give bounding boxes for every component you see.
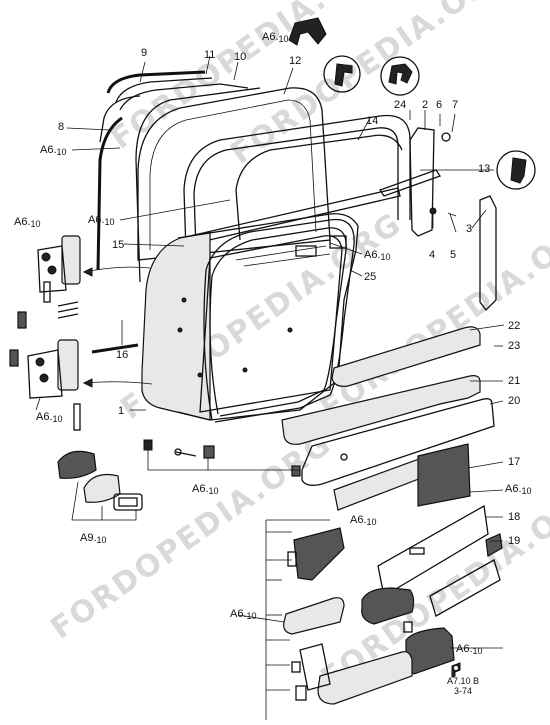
door-shell [141,213,359,421]
outer-weatherstrip [378,169,442,197]
part-number-18: 18 [508,511,520,523]
armrest-base-parts [57,450,143,521]
armrest-trim-22 [331,326,481,387]
upper-hinge [17,235,81,329]
diagram-date: 3-74 [454,686,472,696]
part-number-10: 10 [234,51,246,63]
part-number-24: 24 [394,99,406,111]
part-number-6: 6 [436,99,442,111]
part-number-labels: 16 1 2 3 4 5 6 7 8 9 10 11 12 13 14 15 1… [58,47,520,547]
svg-text:A6.10: A6.10 [505,483,532,496]
part-number-22: 22 [508,320,520,332]
part-number-1: 1 [118,405,124,417]
door-frame [183,114,411,253]
part-number-9: 9 [141,47,147,59]
spec-label-a9: A9.10 [80,532,107,545]
armrest-assembly [265,519,455,720]
window-strips [96,70,261,283]
rear-frame [409,127,497,311]
part-number-3: 3 [466,223,472,235]
part-number-7: 7 [452,99,458,111]
spec-label-a6-2: A6.10 [40,144,67,157]
svg-text:A6.10: A6.10 [88,214,115,227]
part-number-17: 17 [508,456,520,468]
lower-hinge [9,339,81,431]
svg-text:A6.10: A6.10 [350,514,377,527]
svg-text:A6.10: A6.10 [262,31,289,44]
part-number-13: 13 [478,163,490,175]
spec-label-a6-5: A6.10 [364,249,391,262]
ford-logo-icon [451,662,461,678]
diagram-code: A7.10 B [447,676,479,686]
spec-label-a6-11: A6.10 [456,643,483,656]
part-number-21: 21 [508,375,520,387]
part-number-15: 15 [112,239,124,251]
leader-lines [35,55,505,649]
trim-panel-20 [301,398,495,486]
part-number-2: 2 [422,99,428,111]
svg-text:A9.10: A9.10 [80,532,107,545]
spec-label-a6-3: A6.10 [88,214,115,227]
svg-text:A6.10: A6.10 [14,216,41,229]
trim-panel-18 [377,504,489,598]
trim-panel-17 [333,443,471,511]
spec-label-a6-10: A6.10 [230,608,257,621]
part-number-20: 20 [508,395,520,407]
part-number-25: 25 [364,271,376,283]
part-number-23: 23 [508,340,520,352]
svg-text:A6.10: A6.10 [36,411,63,424]
seal-profile-b-icon [323,55,361,93]
spec-label-a6-6: A6.10 [36,411,63,424]
seal-profile-d-icon [496,150,536,190]
door-seal [203,218,355,423]
svg-text:A6.10: A6.10 [40,144,67,157]
svg-text:A6.10: A6.10 [192,483,219,496]
seal-profile-c-icon [380,56,420,96]
part-number-16: 16 [116,349,128,361]
svg-text:A6.10: A6.10 [364,249,391,262]
clips-row [143,439,301,477]
part-number-5: 5 [450,249,456,261]
spec-label-a6-8: A6.10 [505,483,532,496]
part-number-4: 4 [429,249,435,261]
part-number-12: 12 [289,55,301,67]
trim-panel-21 [281,375,481,445]
spec-label-a6-7: A6.10 [192,483,219,496]
part-number-19: 19 [508,535,520,547]
strip-16 [91,343,139,354]
spec-label-a6-4: A6.10 [14,216,41,229]
part-number-11: 11 [204,49,215,61]
seal-profile-a-icon [288,17,327,46]
part-number-14: 14 [366,115,378,127]
spec-label-a6-1: A6.10 [262,31,289,44]
part-number-8: 8 [58,121,64,133]
reflector-19 [429,533,503,617]
svg-text:A6.10: A6.10 [456,643,483,656]
window-glass [137,87,331,261]
hinge-arrows [82,266,153,388]
svg-text:A6.10: A6.10 [230,608,257,621]
spec-labels: A6.10 A6.10 A6.10 A6.10 A6.10 A6.10 A6.1… [14,31,532,656]
spec-label-a6-9: A6.10 [350,514,377,527]
